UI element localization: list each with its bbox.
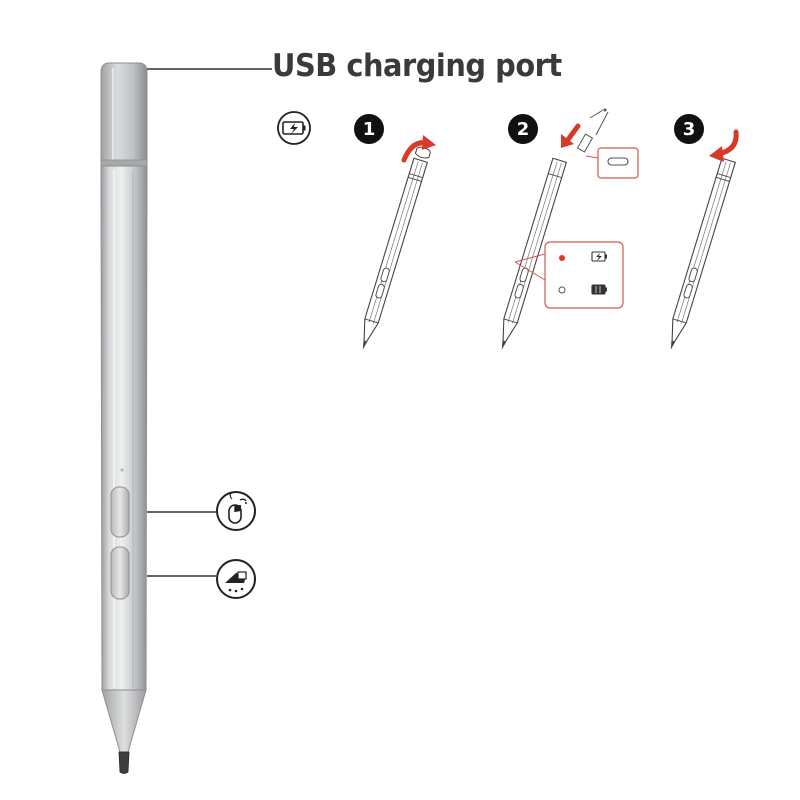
stylus-pen: [100, 62, 148, 774]
led-status-callout: [544, 241, 624, 309]
battery-charging-icon: [277, 111, 311, 145]
mouse-right-click-icon: [216, 491, 256, 531]
usb-c-cable: [576, 108, 609, 153]
led-off-indicator: [558, 286, 566, 294]
usb-c-port-icon: [607, 157, 629, 166]
battery-charging-icon: [591, 251, 607, 262]
battery-full-icon: [591, 284, 607, 295]
eraser-icon: [216, 559, 256, 599]
step-2-illustration: [501, 108, 639, 350]
pen-taper: [101, 689, 147, 753]
pen-nib: [118, 751, 130, 774]
usb-charging-port-label: USB charging port: [272, 48, 562, 84]
step-1-badge: 1: [354, 114, 384, 144]
step-1-illustration: [362, 135, 436, 350]
pen-button-bottom[interactable]: [110, 546, 130, 600]
insert-arrow-icon: [564, 123, 581, 144]
pen-button-top[interactable]: [110, 486, 130, 538]
pen-body: [100, 165, 148, 691]
step-2-badge: 2: [508, 114, 538, 144]
pen-cap: [100, 62, 148, 164]
led-red-indicator: [559, 255, 565, 261]
step-3-badge: 3: [674, 114, 704, 144]
step-3-illustration: [670, 129, 739, 350]
